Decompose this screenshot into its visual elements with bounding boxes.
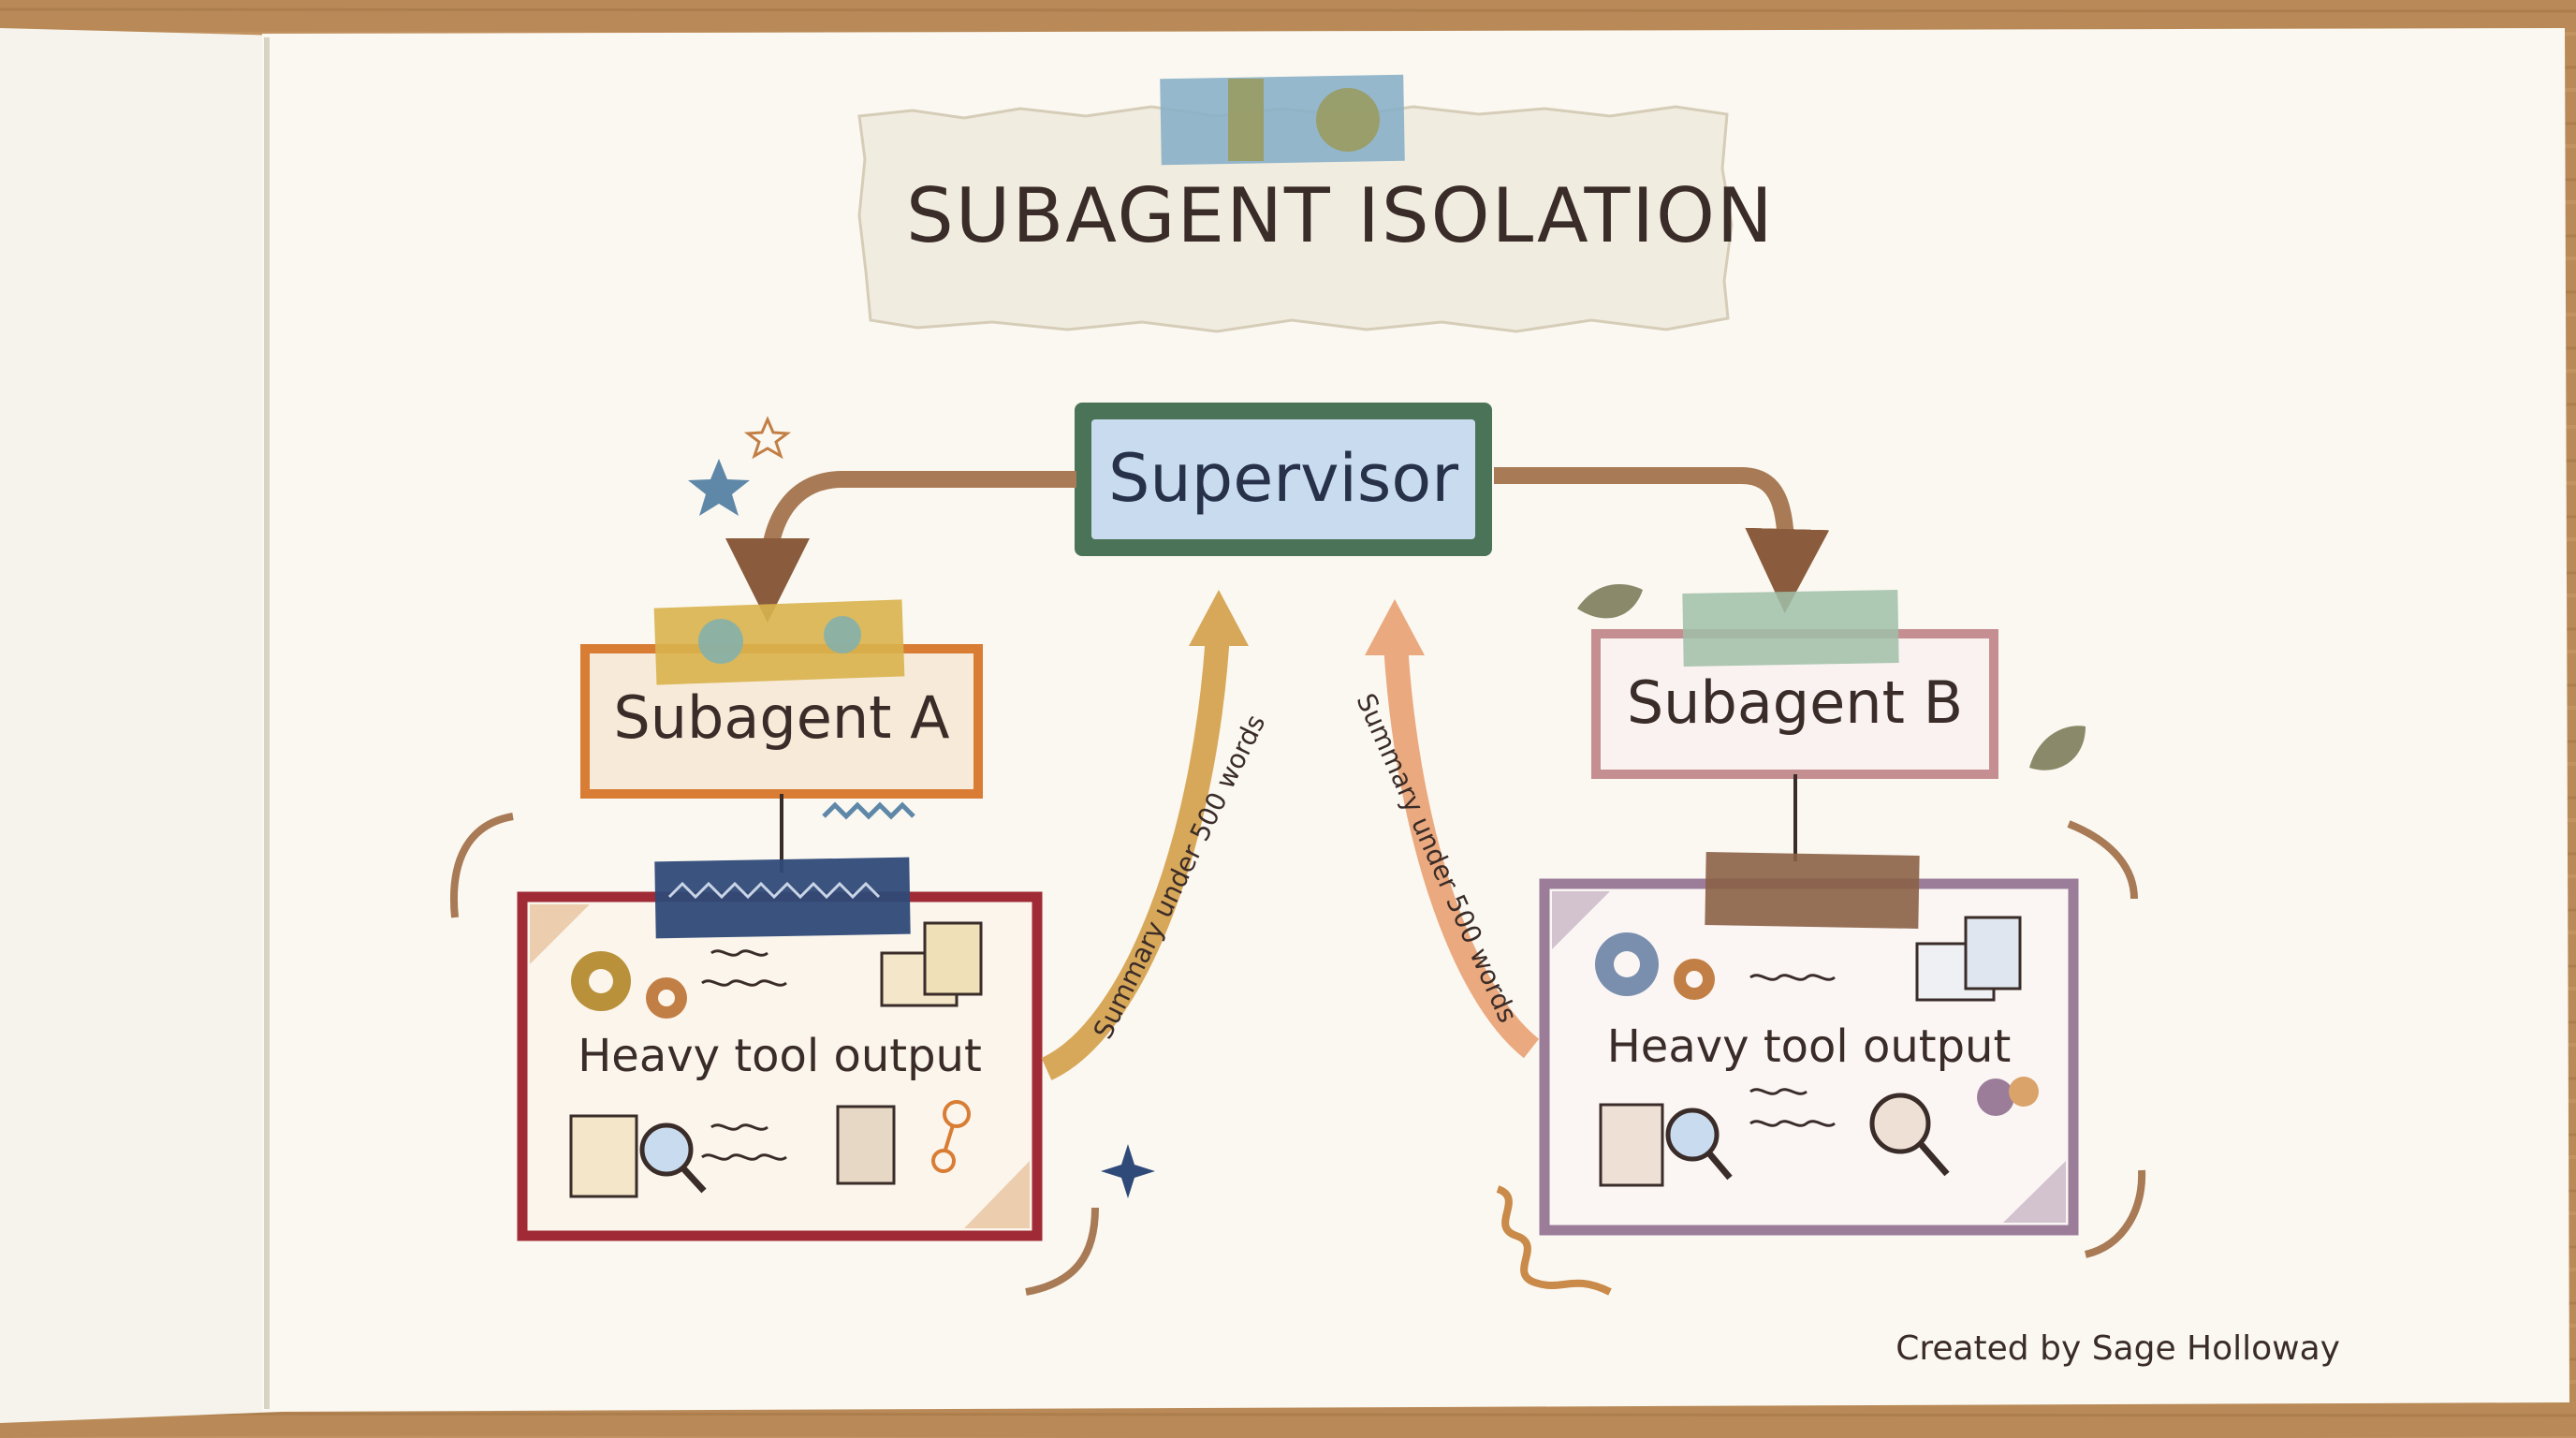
supervisor-label: Supervisor bbox=[1107, 440, 1459, 517]
squiggle-doodle bbox=[1496, 1185, 1612, 1296]
summary-arrow-a-head bbox=[1189, 590, 1249, 646]
gear-icon bbox=[1674, 959, 1715, 1000]
zigzag-doodle bbox=[822, 801, 915, 820]
leaf-icon bbox=[1577, 584, 2086, 770]
diagram-title: SUBAGENT ISOLATION bbox=[906, 172, 1775, 259]
document-stack-icon bbox=[880, 921, 983, 1007]
document-stack-icon bbox=[1915, 916, 2022, 1002]
subagent-a-label: Subagent A bbox=[613, 683, 950, 752]
magnifier-icon bbox=[569, 1114, 707, 1198]
output-a-tape bbox=[654, 857, 911, 939]
tape-a-dot bbox=[698, 619, 743, 664]
curved-arrow-doodle bbox=[450, 813, 2146, 1296]
tape-zigzag bbox=[667, 881, 881, 900]
summary-arrow-a bbox=[1041, 617, 1231, 1080]
subagent-b-tape bbox=[1682, 589, 1899, 668]
output-a-label: Heavy tool output bbox=[578, 1030, 982, 1082]
subagent-b-label: Subagent B bbox=[1626, 668, 1964, 737]
star-icon bbox=[688, 459, 750, 516]
corner-hatch bbox=[530, 904, 590, 964]
arrow-supervisor-to-b bbox=[1494, 467, 1830, 613]
left-page bbox=[0, 28, 281, 1423]
tape-stripe bbox=[1228, 79, 1264, 161]
magnifier-icon bbox=[1869, 1093, 1950, 1177]
arrow-supervisor-to-a bbox=[725, 471, 1076, 623]
output-b-label: Heavy tool output bbox=[1606, 1020, 2012, 1073]
tape-a-dot bbox=[824, 616, 861, 653]
corner-hatch bbox=[2003, 1161, 2066, 1223]
subagent-a-tape bbox=[653, 599, 905, 685]
star-icon bbox=[743, 416, 792, 460]
credit-signature: Created by Sage Holloway bbox=[1895, 1329, 2340, 1368]
scribble-lines bbox=[1749, 974, 1836, 1127]
gear-icon bbox=[1595, 932, 1659, 996]
magnifier-icon bbox=[1599, 1103, 1733, 1187]
document-icon bbox=[836, 1105, 896, 1185]
corner-hatch bbox=[964, 1161, 1030, 1228]
supervisor-fill bbox=[1091, 419, 1475, 539]
tape-dot bbox=[1316, 88, 1380, 152]
gear-icon bbox=[646, 977, 687, 1019]
pie-chart-icon bbox=[1977, 1077, 2039, 1116]
gear-icon bbox=[571, 951, 631, 1011]
network-icon bbox=[931, 1100, 971, 1173]
summary-arrow-b bbox=[1383, 626, 1540, 1059]
scribble-lines bbox=[701, 949, 787, 1161]
output-b-tape bbox=[1705, 852, 1920, 929]
corner-hatch bbox=[1552, 891, 1610, 949]
sparkle-icon bbox=[1101, 1144, 1155, 1198]
summary-arrow-b-head bbox=[1365, 599, 1425, 655]
